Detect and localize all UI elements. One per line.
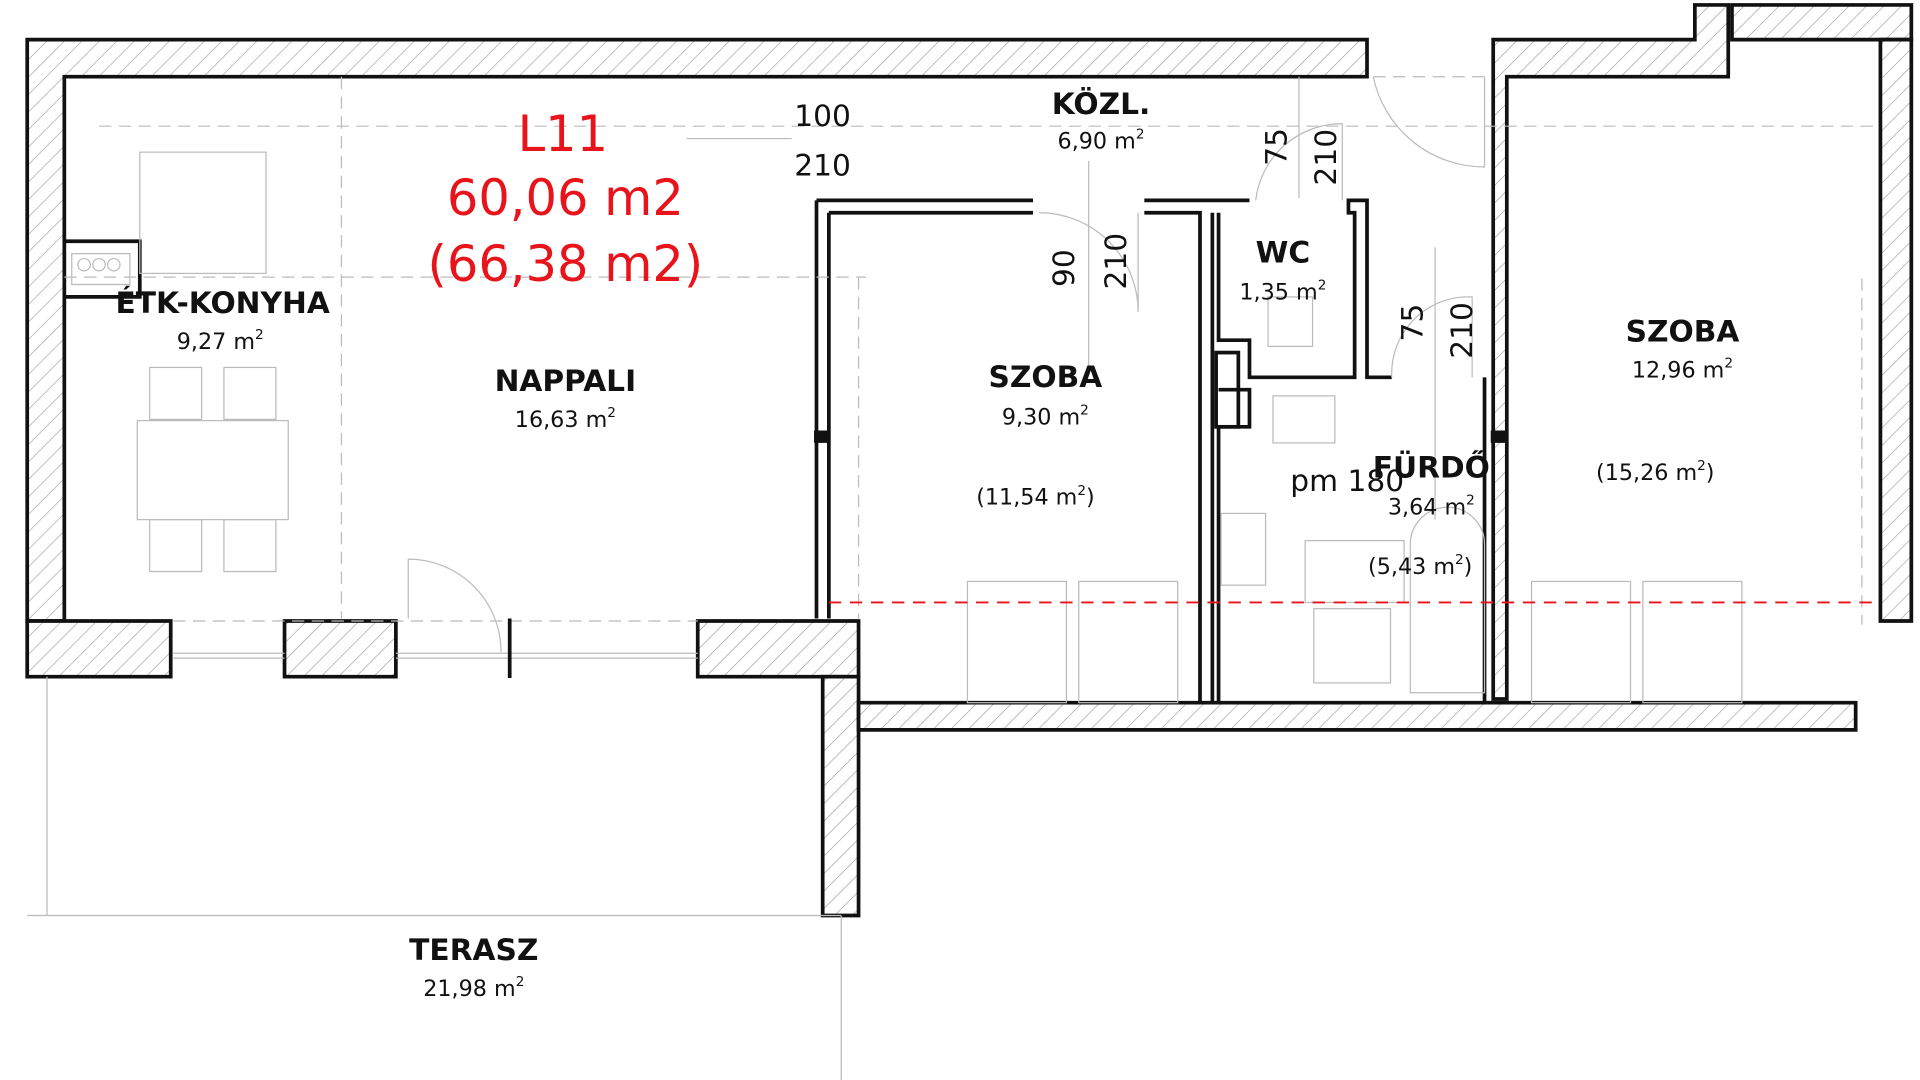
room-area: 9,27 m2 [177,327,264,355]
room-name: FÜRDŐ [1373,449,1490,486]
room-name: ÉTK-KONYHA [116,285,330,321]
bath-height-note: pm 180 [1290,464,1404,499]
bath-door-width: 75 [1396,304,1431,342]
room-area: 21,98 m2 [423,974,524,1002]
room-gross-area: (5,43 m2) [1368,552,1472,580]
room-name: SZOBA [988,360,1102,395]
room-area: 9,30 m2 [1002,402,1089,430]
room-area: 12,96 m2 [1632,355,1733,383]
room-area: 3,64 m2 [1388,493,1475,521]
room-gross-area: (11,54 m2) [976,483,1094,511]
terrace-outline [27,676,842,1080]
furniture [64,76,1881,704]
unit-id: L11 [518,105,609,163]
room-area: 1,35 m2 [1239,277,1326,305]
room-name: TERASZ [409,933,538,968]
room-area: 6,90 m2 [1058,127,1145,155]
room-name: KÖZL. [1052,85,1151,122]
entry-door-height: 210 [794,149,851,184]
bath-door-height: 210 [1445,302,1480,359]
wc-door-width: 75 [1260,128,1295,166]
room-name: WC [1256,235,1311,270]
room-name: SZOBA [1626,314,1740,349]
room-gross-area: (15,26 m2) [1596,458,1714,486]
room-area: 16,63 m2 [515,405,616,433]
entry-door-width: 100 [794,99,851,134]
unit-gross-area: (66,38 m2) [428,235,704,293]
room-door-width: 90 [1047,249,1082,287]
room-name: NAPPALI [495,364,637,399]
unit-area: 60,06 m2 [447,169,684,227]
wc-door-height: 210 [1309,129,1344,186]
room-door-height: 210 [1099,233,1134,290]
